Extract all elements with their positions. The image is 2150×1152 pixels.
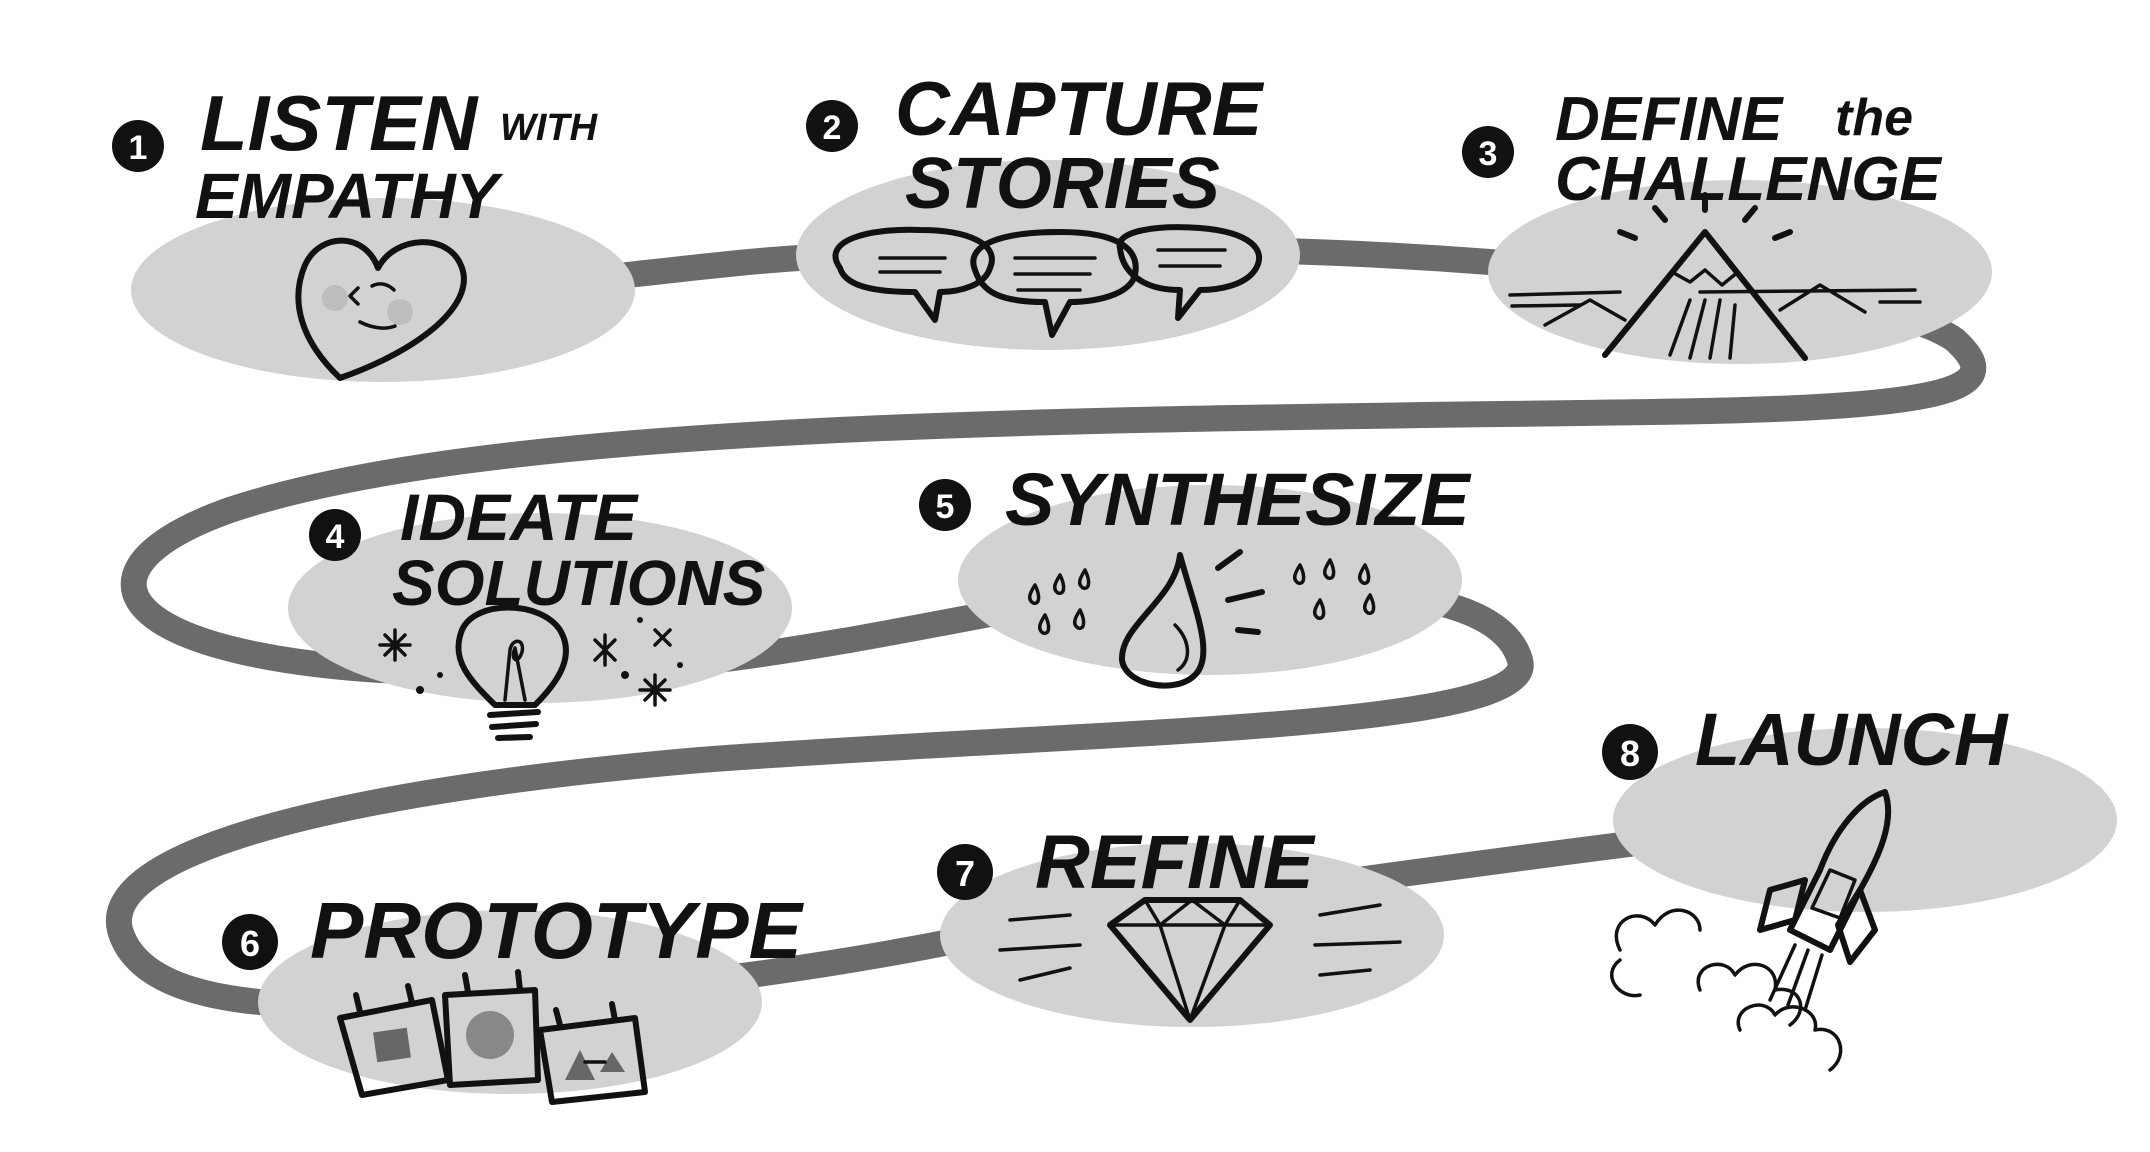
step-4: 4 IDEATE SOLUTIONS: [309, 480, 766, 741]
step-8: 8 LAUNCH: [1602, 698, 2009, 1072]
drops-icon: [1027, 549, 1376, 689]
step-3-title-line2: CHALLENGE: [1555, 145, 1942, 214]
rocket-icon: [1610, 789, 1892, 1072]
step-7-blob: [940, 843, 1444, 1027]
step-1-number-badge: [112, 120, 164, 172]
step-5-title: SYNTHESIZE: [1005, 458, 1472, 541]
step-3-title: DEFINE: [1555, 85, 1784, 154]
speech-bubbles-icon: [832, 224, 1263, 338]
step-1: 1 LISTEN WITH EMPATHY: [112, 79, 599, 381]
step-8-number-badge: [1602, 724, 1658, 780]
step-1-title-small: WITH: [500, 107, 599, 149]
heart-icon: [295, 237, 467, 381]
step-1-blob: [131, 198, 635, 382]
diamond-icon: [998, 897, 1402, 1023]
step-4-number-badge: [309, 509, 361, 561]
step-1-number: 1: [129, 129, 148, 167]
prototype-cards-icon: [337, 969, 648, 1105]
step-2-number: 2: [823, 109, 842, 147]
step-7: 7 REFINE: [937, 820, 1402, 1023]
step-8-number: 8: [1620, 733, 1640, 774]
step-4-title-line2: SOLUTIONS: [392, 547, 766, 619]
step-5-number: 5: [936, 488, 955, 526]
step-4-blob: [288, 513, 792, 703]
step-2-title-line2: STORIES: [905, 144, 1220, 224]
step-2-title: CAPTURE: [895, 67, 1265, 152]
step-1-title-line2: EMPATHY: [195, 160, 504, 232]
step-1-title: LISTEN: [200, 79, 479, 167]
step-6-number-badge: [222, 914, 278, 970]
step-4-title: IDEATE: [400, 480, 639, 554]
step-3-title-small: the: [1835, 89, 1913, 147]
step-7-title: REFINE: [1035, 820, 1316, 905]
step-5-number-badge: [919, 479, 971, 531]
lightbulb-icon: [378, 604, 683, 741]
step-8-blob: [1613, 728, 2117, 912]
step-3: 3 DEFINE the CHALLENGE: [1462, 85, 1942, 361]
step-7-number: 7: [955, 853, 975, 894]
mountain-icon: [1508, 192, 1922, 361]
step-3-number: 3: [1479, 135, 1498, 173]
step-3-number-badge: [1462, 126, 1514, 178]
step-8-title: LAUNCH: [1695, 698, 2009, 781]
step-4-number: 4: [326, 518, 345, 556]
step-2: 2 CAPTURE STORIES: [806, 67, 1265, 338]
step-6-title: PROTOTYPE: [310, 886, 805, 975]
step-6: 6 PROTOTYPE: [222, 886, 805, 1105]
step-7-number-badge: [937, 844, 993, 900]
step-6-number: 6: [240, 923, 260, 964]
step-5: 5 SYNTHESIZE: [919, 458, 1472, 689]
step-2-number-badge: [806, 100, 858, 152]
